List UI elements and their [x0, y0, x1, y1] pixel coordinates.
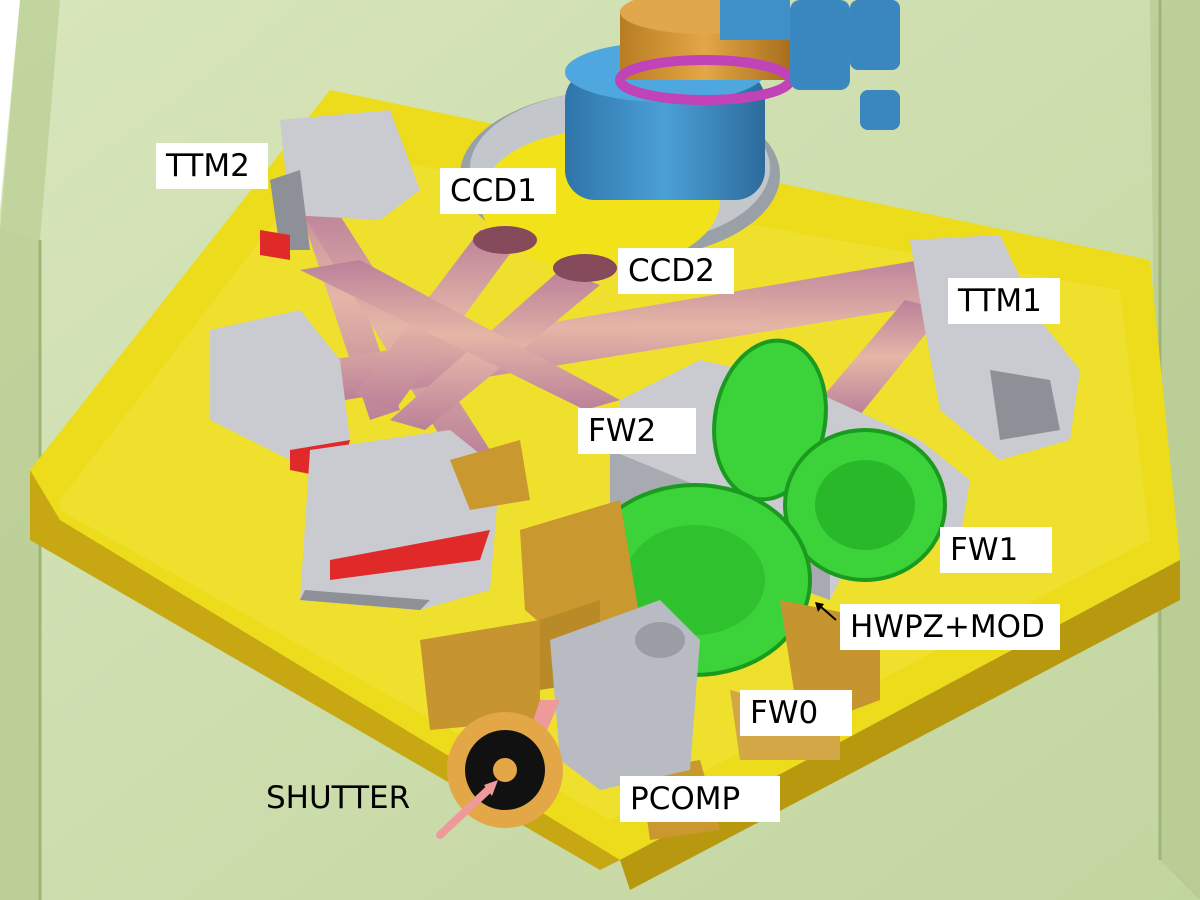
label-ccd1: CCD1: [440, 168, 556, 214]
filter-wheel-fw1: [783, 428, 947, 582]
hwpz-arrow-icon: [815, 602, 837, 621]
label-ttm1: TTM1: [948, 278, 1060, 324]
shutter-arrow-icon: [436, 780, 498, 839]
label-pcomp: PCOMP: [620, 776, 780, 822]
fold-mirror-mount-lower: [300, 430, 500, 610]
pcomp-mount: [530, 600, 700, 790]
label-hwpz-mod: HWPZ+MOD: [840, 604, 1060, 650]
label-ccd2: CCD2: [618, 248, 734, 294]
dewar: [460, 0, 900, 270]
label-fw2: FW2: [578, 408, 696, 454]
label-fw0: FW0: [740, 690, 852, 736]
label-shutter: SHUTTER: [266, 780, 411, 816]
tip-tilt-mount-2: [260, 110, 420, 260]
label-fw1: FW1: [940, 527, 1052, 573]
label-ttm2: TTM2: [156, 143, 268, 189]
light-beams: [290, 175, 960, 460]
